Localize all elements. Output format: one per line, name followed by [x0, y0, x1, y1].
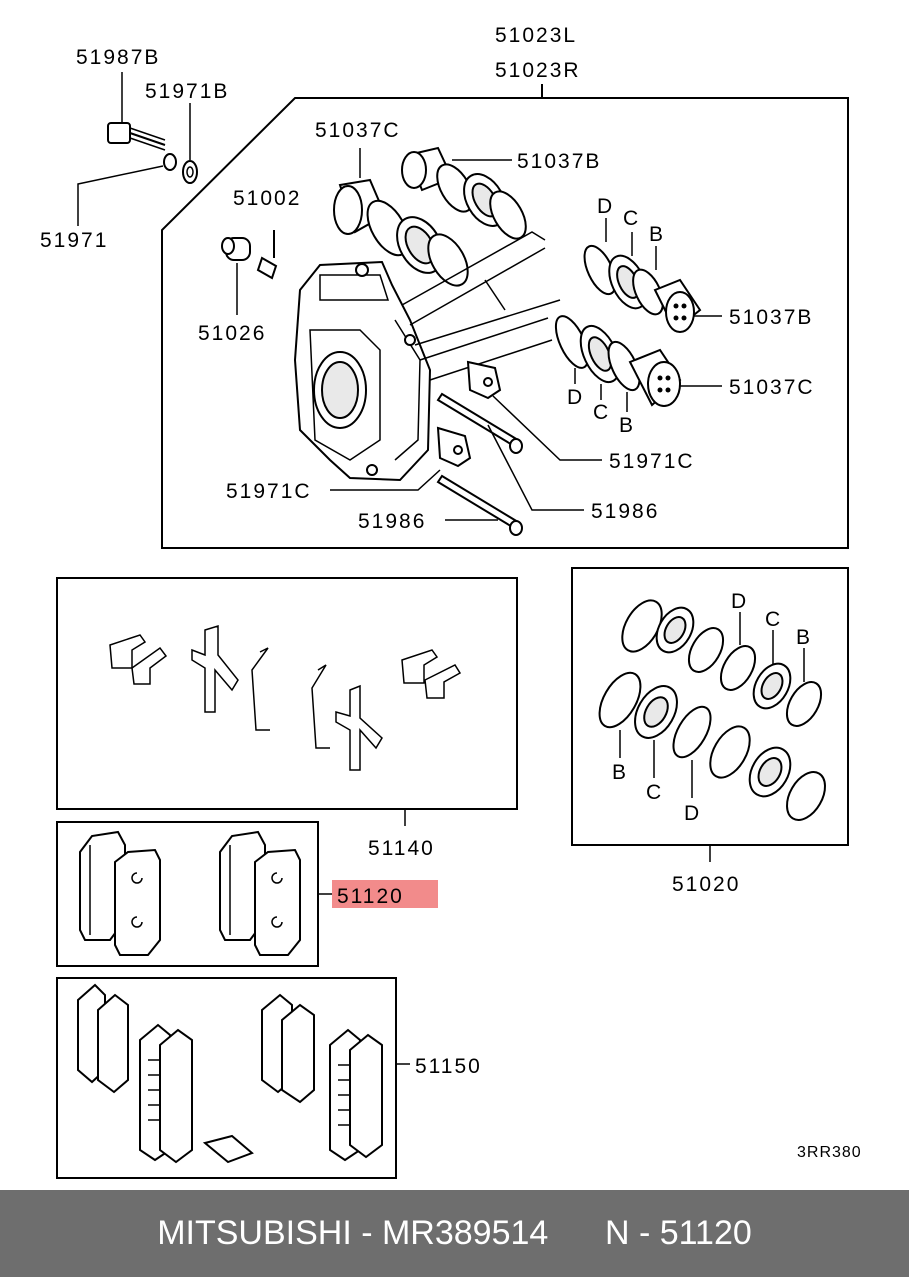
- pin-right-part: [436, 392, 523, 454]
- label-c2[interactable]: C: [593, 401, 610, 424]
- cap-part: [221, 237, 251, 261]
- footer-part-title: MITSUBISHI - MR389514 N - 51120: [157, 1214, 752, 1252]
- label-piston-c-top[interactable]: 51037C: [315, 119, 401, 142]
- label-b1[interactable]: B: [649, 223, 665, 246]
- piston-c-right-part: [628, 348, 682, 407]
- pin-left-part: [436, 474, 523, 536]
- clip-kit-box: [56, 577, 518, 810]
- plate-left-part: [436, 426, 472, 468]
- label-d2[interactable]: D: [567, 386, 584, 409]
- label-seal-b[interactable]: B: [796, 626, 812, 649]
- label-bolt[interactable]: 51987B: [76, 46, 160, 69]
- plate-right-part: [466, 360, 502, 400]
- label-plate-left[interactable]: 51971C: [226, 480, 312, 503]
- bolt-part: [107, 122, 166, 151]
- clip-kit-parts: [109, 624, 462, 771]
- label-pin-left[interactable]: 51986: [358, 510, 426, 533]
- washer-b-part: [182, 160, 198, 184]
- label-caliper-r[interactable]: 51023R: [495, 59, 581, 82]
- label-bleeder[interactable]: 51002: [233, 187, 301, 210]
- label-pin-right[interactable]: 51986: [591, 500, 659, 523]
- label-shim-kit[interactable]: 51150: [415, 1055, 482, 1078]
- label-washer-b[interactable]: 51971B: [145, 80, 229, 103]
- diagram-code: 3RR380: [797, 1144, 862, 1161]
- caliper-assembly-frame: [161, 97, 849, 549]
- label-cap[interactable]: 51026: [198, 322, 266, 345]
- brake-pads: [79, 830, 301, 956]
- label-piston-c-right[interactable]: 51037C: [729, 376, 815, 399]
- label-clip-kit[interactable]: 51140: [368, 837, 435, 860]
- pad-set-highlight: [332, 880, 438, 908]
- washer-part: [163, 153, 177, 171]
- parts-diagram: 51023L 51023R 51987B 51971B 51971 51002 …: [40, 24, 862, 1179]
- seal-kit-parts: [598, 599, 826, 821]
- label-seal-b2[interactable]: B: [612, 761, 628, 784]
- label-b2[interactable]: B: [619, 414, 635, 437]
- shim-kit-parts: [77, 983, 383, 1164]
- piston-b-right-part: [653, 278, 702, 333]
- label-seal-c[interactable]: C: [765, 608, 782, 631]
- label-caliper-l[interactable]: 51023L: [495, 24, 577, 47]
- shim-kit-box: [56, 977, 397, 1179]
- label-piston-b-top[interactable]: 51037B: [517, 150, 601, 173]
- footer-bar: MITSUBISHI - MR389514 N - 51120: [0, 1190, 909, 1277]
- label-piston-b-right[interactable]: 51037B: [729, 306, 813, 329]
- caliper-body: [293, 260, 432, 482]
- label-seal-d2[interactable]: D: [684, 802, 701, 825]
- label-seal-d[interactable]: D: [731, 590, 748, 613]
- label-d1[interactable]: D: [597, 195, 614, 218]
- label-pad-set[interactable]: 51120: [337, 885, 404, 908]
- label-seal-c2[interactable]: C: [646, 781, 663, 804]
- bleeder-part: [256, 230, 278, 280]
- label-washer[interactable]: 51971: [40, 229, 108, 252]
- label-c1[interactable]: C: [623, 207, 640, 230]
- label-plate-right[interactable]: 51971C: [609, 450, 695, 473]
- label-seal-kit[interactable]: 51020: [672, 873, 740, 896]
